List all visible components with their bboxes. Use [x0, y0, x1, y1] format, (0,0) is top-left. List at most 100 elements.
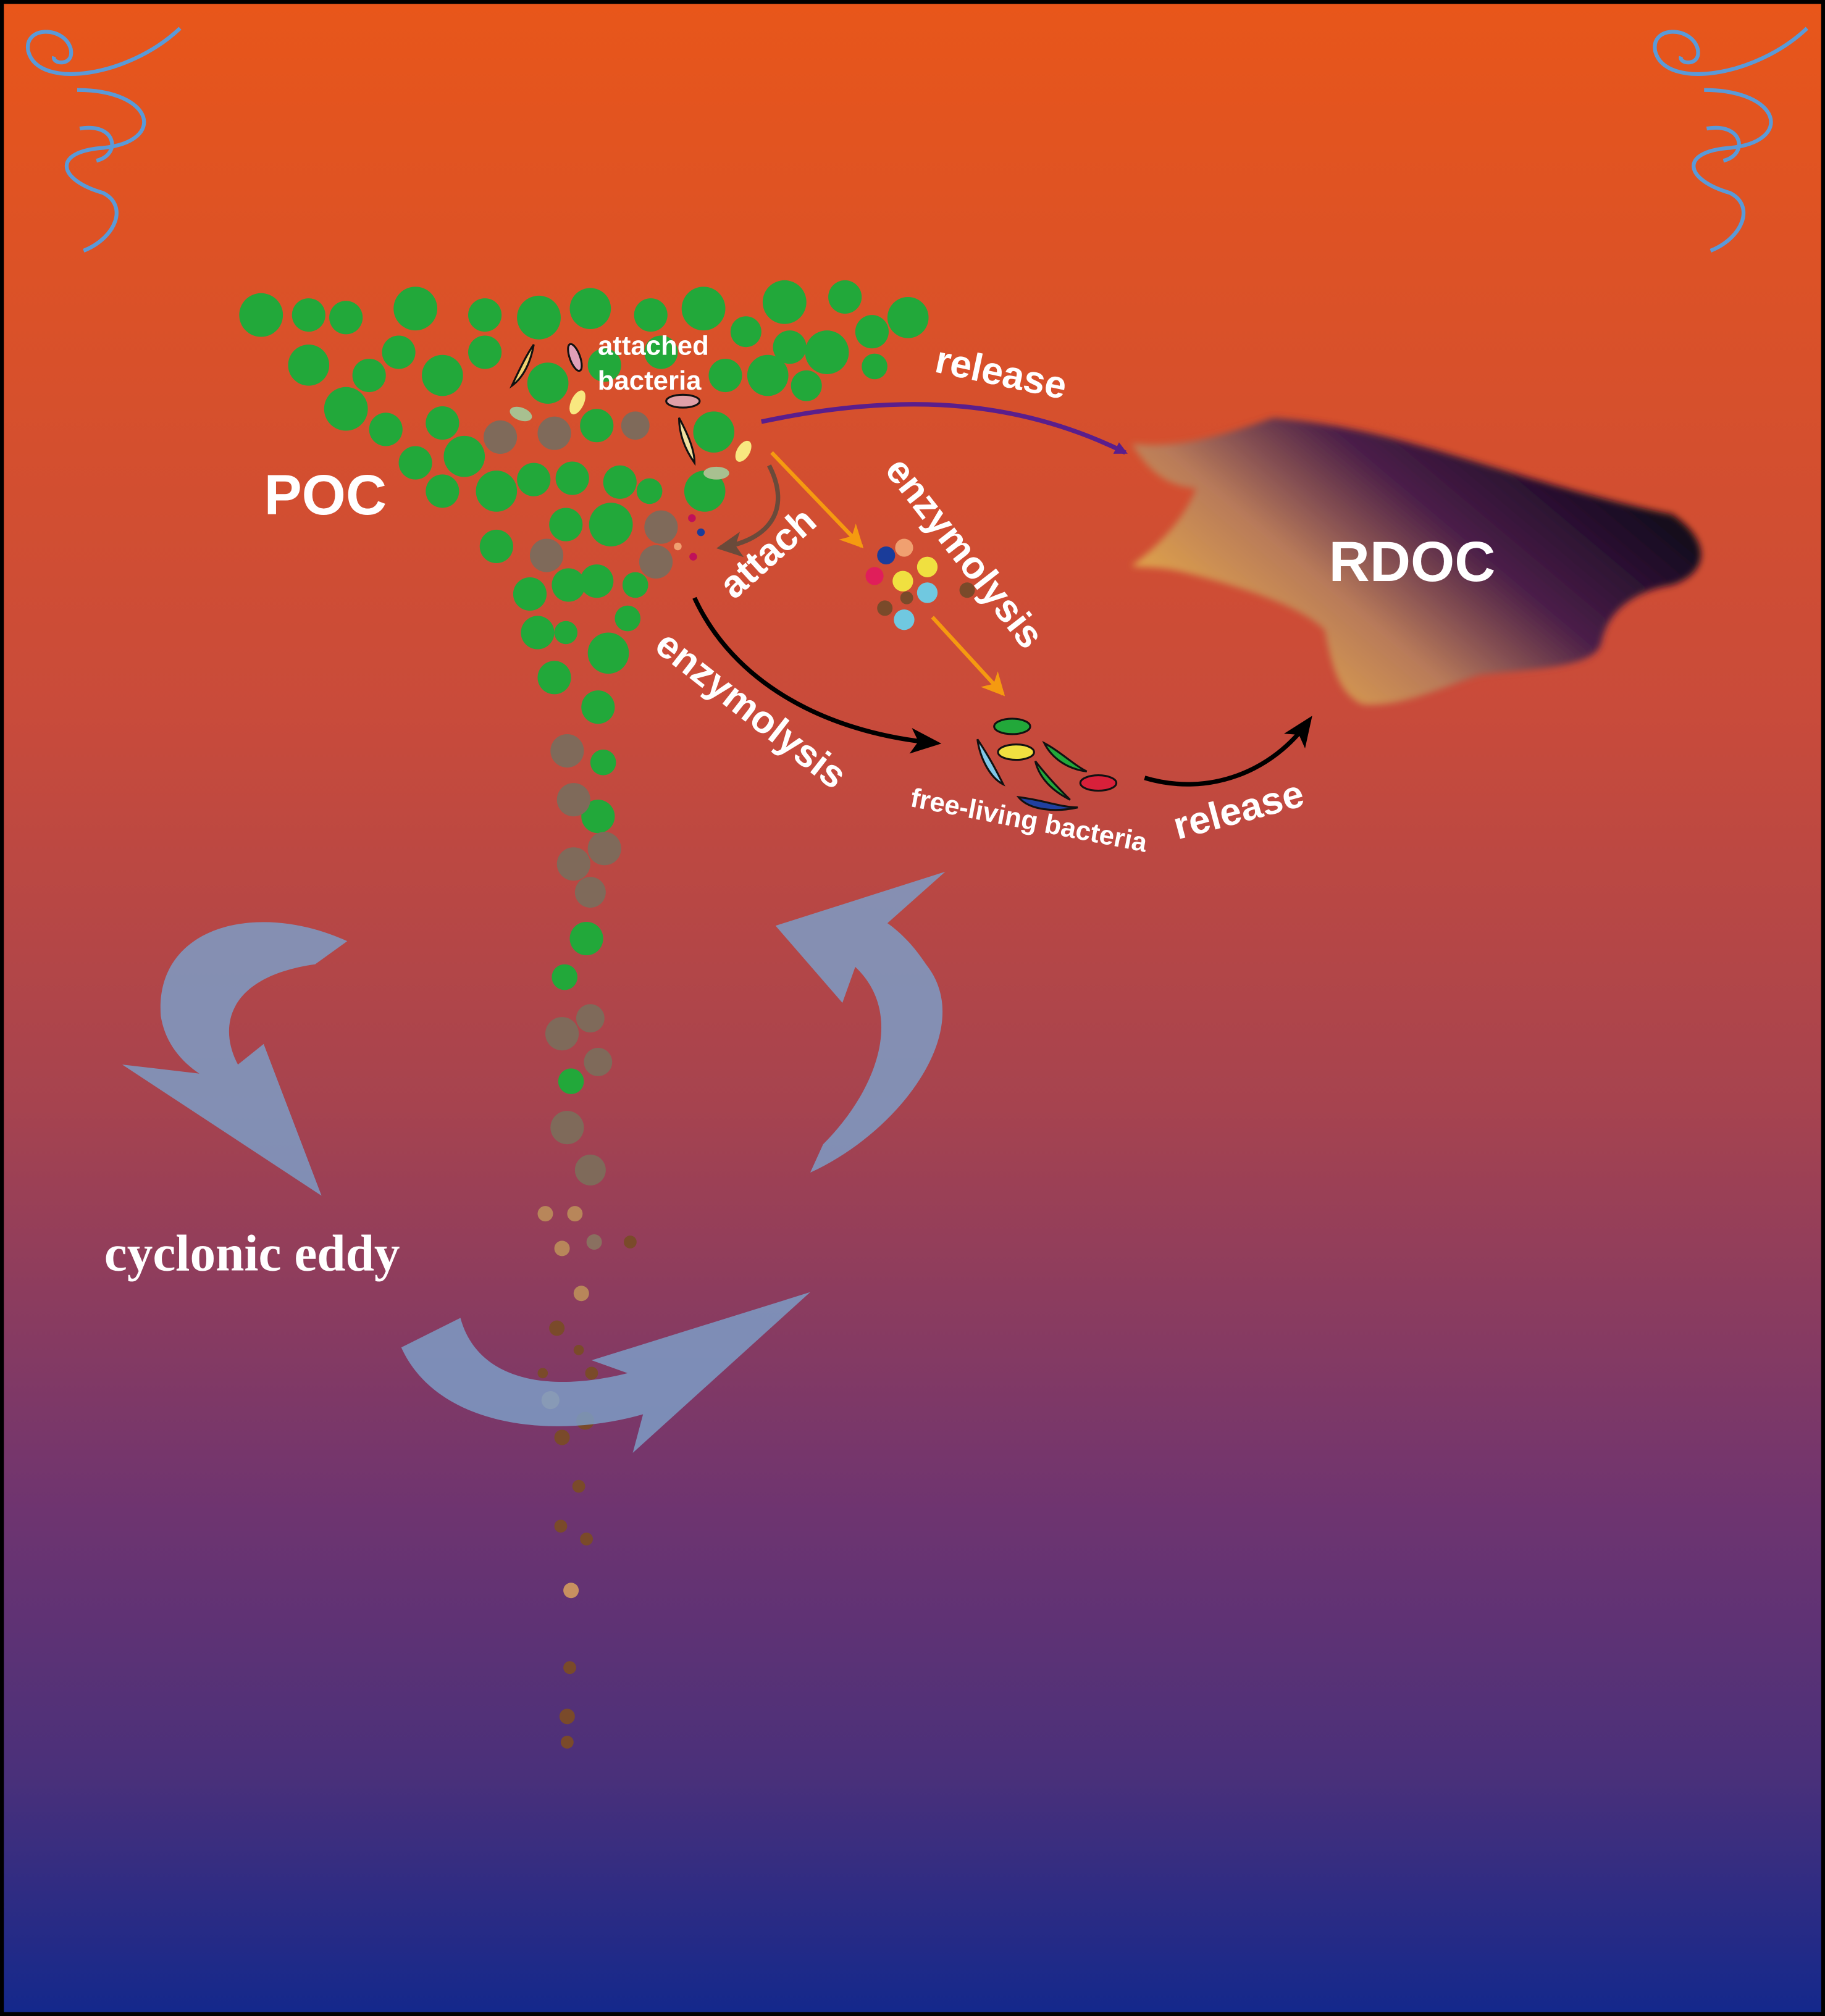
poc-particle — [549, 508, 583, 542]
sinking-particle — [563, 1661, 576, 1675]
cyclonic-eddy-label: cyclonic eddy — [104, 1225, 400, 1282]
degraded-particle — [537, 416, 571, 450]
attached-bacteria-label-line1: attached — [598, 331, 709, 361]
sinking-particle — [586, 1234, 602, 1250]
poc-particle — [636, 478, 663, 504]
poc-particle — [426, 406, 459, 440]
poc-particle — [828, 280, 862, 314]
attached-bacteria — [509, 343, 752, 480]
poc-particle — [382, 335, 416, 369]
poc-particle — [292, 298, 325, 332]
poc-particle — [708, 358, 742, 393]
degraded-particle — [587, 832, 621, 866]
enzymolysis-arrow-left — [692, 596, 942, 754]
poc-particle — [569, 288, 611, 330]
degraded-particle — [621, 411, 650, 440]
sinking-particle — [572, 1479, 585, 1493]
dom-molecule — [689, 553, 697, 561]
poc-particle — [747, 354, 789, 396]
sinking-particle — [559, 1709, 575, 1725]
poc-particle — [580, 564, 614, 598]
free-living-bacteria — [976, 717, 1118, 811]
degraded-particle — [529, 538, 564, 572]
poc-particle — [590, 749, 616, 776]
poc-particle — [468, 335, 502, 369]
dom-molecule — [959, 582, 975, 598]
poc-particle — [422, 354, 463, 396]
degraded-particle — [556, 783, 590, 817]
poc-particle — [644, 335, 678, 369]
dom-molecule — [900, 591, 913, 604]
poc-particle — [468, 298, 502, 332]
poc-particle — [603, 465, 637, 499]
poc-particle — [805, 330, 849, 374]
poc-particle — [684, 471, 726, 512]
dom-molecule — [917, 556, 938, 577]
poc-particle — [762, 280, 807, 324]
degraded-particle — [550, 1111, 584, 1145]
poc-particle — [587, 348, 621, 382]
poc-particle — [527, 362, 569, 404]
poc-label: POC — [264, 464, 387, 527]
poc-particle — [634, 298, 668, 332]
poc-particle — [513, 577, 547, 611]
degraded-particle — [584, 1048, 613, 1076]
enzymolysis-arrow-2 — [931, 616, 1005, 696]
poc-particle — [862, 353, 887, 380]
poc-particle — [615, 605, 641, 632]
dom-molecule — [892, 571, 913, 592]
dom-molecule — [917, 582, 938, 603]
dom-molecule — [877, 546, 896, 565]
poc-particle — [552, 964, 578, 990]
poc-particle — [426, 474, 459, 508]
poc-particle — [398, 446, 432, 480]
poc-particle — [555, 461, 589, 495]
poc-particle — [476, 471, 518, 512]
eddy-arrow-bottom — [401, 1292, 810, 1453]
sinking-particle — [573, 1345, 584, 1355]
degraded-particle — [545, 1017, 579, 1051]
poc-particle — [239, 293, 283, 337]
poc-particle — [569, 921, 603, 956]
poc-particle — [587, 632, 629, 674]
poc-particle — [681, 287, 726, 331]
poc-particle — [324, 387, 368, 431]
degraded-particle — [484, 420, 518, 454]
poc-particle — [730, 316, 761, 348]
poc-particle — [554, 621, 578, 645]
poc-particle — [517, 462, 551, 496]
dom-molecule — [674, 542, 682, 551]
poc-particle — [443, 435, 485, 477]
poc-particle — [791, 370, 822, 401]
dom-molecule — [688, 514, 696, 522]
poc-particle — [288, 345, 330, 386]
sinking-particle — [563, 1583, 579, 1599]
sinking-particle — [537, 1206, 553, 1222]
enzymolysis-arrow-1 — [770, 451, 864, 548]
rdoc-blob — [1131, 417, 1701, 705]
dom-molecule — [697, 528, 705, 537]
dom-molecule — [895, 538, 913, 557]
sinking-particle — [623, 1236, 637, 1248]
poc-particle — [580, 409, 614, 443]
eddy-arrow-left — [122, 922, 348, 1196]
dom-molecule — [865, 567, 884, 585]
sinking-particle — [585, 1366, 598, 1380]
sinking-particle — [580, 1533, 594, 1545]
swirl-icon-left — [26, 27, 182, 253]
dom-molecule — [894, 609, 915, 630]
poc-particle — [589, 503, 633, 546]
poc-particle — [537, 661, 571, 695]
degraded-particle — [574, 877, 606, 908]
degraded-particle — [639, 545, 673, 579]
sinking-particle — [554, 1520, 568, 1533]
release-arrow-bottom — [1144, 716, 1312, 787]
dom-molecule — [877, 600, 893, 616]
attached-bacteria-label-line2: bacteria — [598, 366, 702, 396]
rdoc-label: RDOC — [1329, 530, 1496, 593]
poc-particle — [773, 330, 807, 364]
dissolved-organic-molecules — [674, 514, 975, 630]
poc-particle — [581, 800, 615, 834]
release-arrow-top — [761, 402, 1128, 455]
poc-particle — [855, 315, 889, 349]
